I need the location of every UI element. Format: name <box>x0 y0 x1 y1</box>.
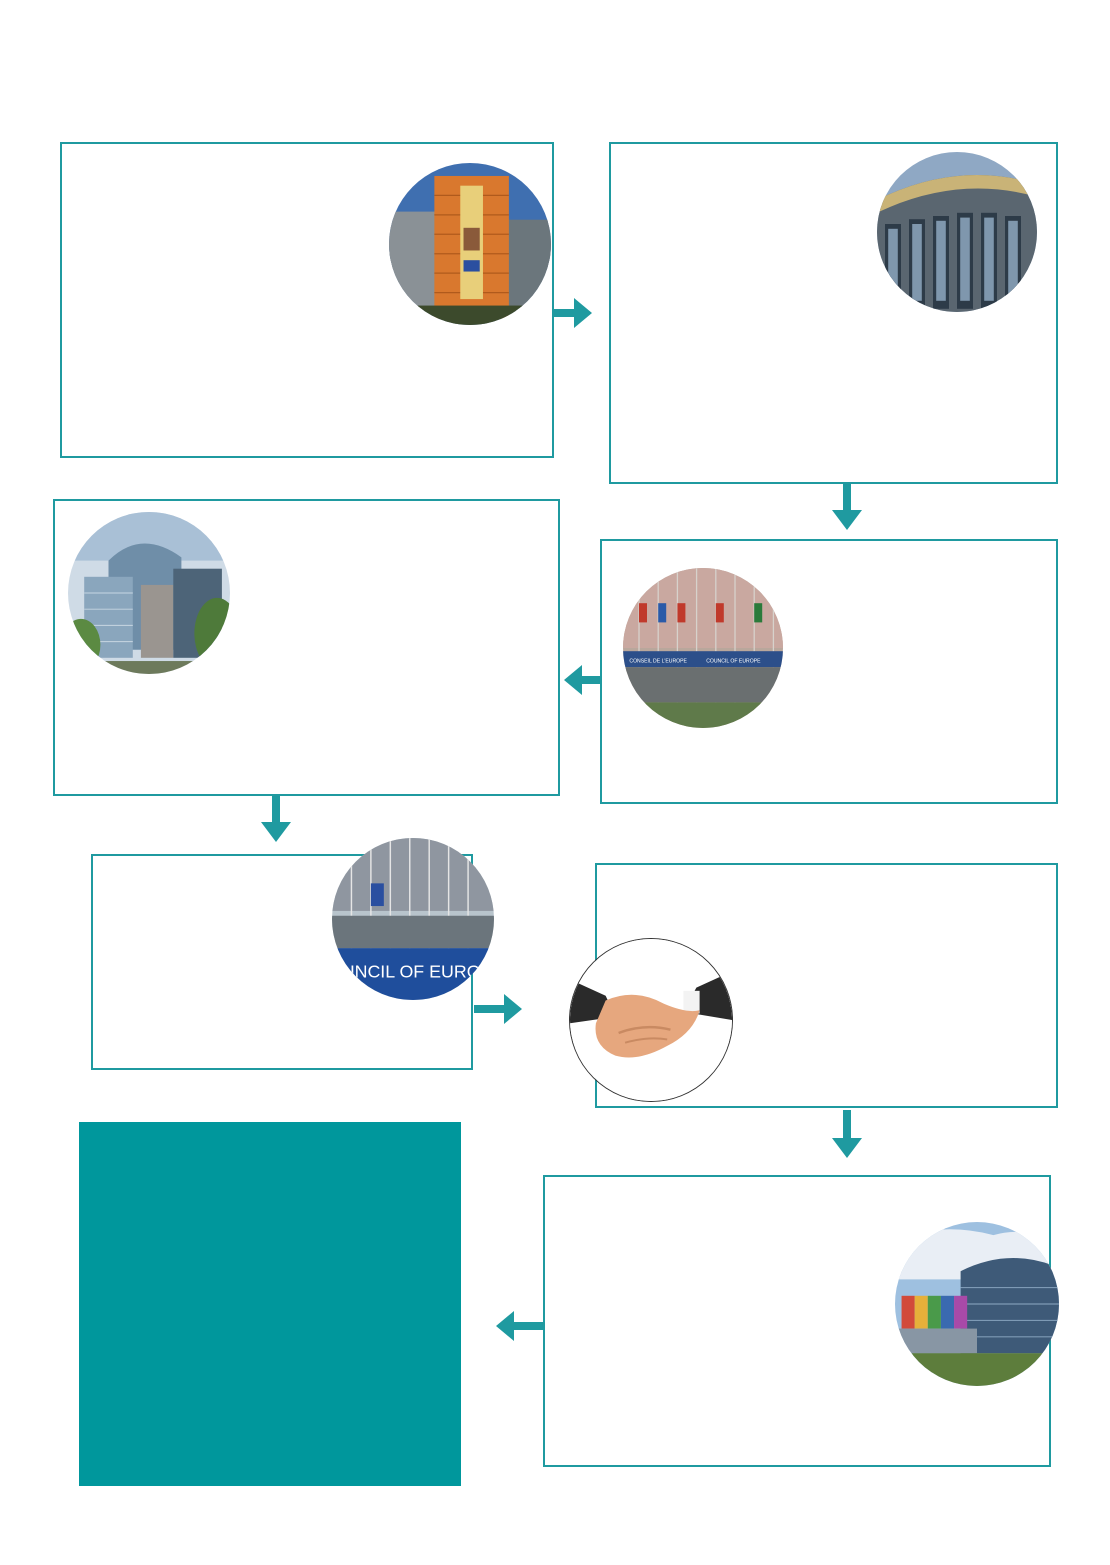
arrow-left-2 <box>494 1309 544 1343</box>
council-banner-right-text: COUNCIL OF EUROPE <box>706 658 761 664</box>
council-of-europe-flags-photo: CONSEIL DE L'EUROPE COUNCIL OF EUROPE <box>623 568 783 728</box>
council-of-europe-sign-photo: UNCIL OF EURO <box>332 838 494 1000</box>
european-commission-building-photo <box>389 163 551 325</box>
arrow-right-1 <box>554 296 594 330</box>
parliament-curved-building-photo <box>877 152 1037 312</box>
arrow-down-1 <box>830 484 864 532</box>
council-banner-left-text: CONSEIL DE L'EUROPE <box>629 658 687 664</box>
arrow-down-2 <box>259 796 293 844</box>
handshake-photo <box>569 938 733 1102</box>
council-sign-text: UNCIL OF EURO <box>342 961 481 981</box>
arrow-left-1 <box>562 663 602 697</box>
final-result-box <box>79 1122 461 1486</box>
parliament-glass-building-photo <box>68 512 230 674</box>
arrow-down-3 <box>830 1110 864 1160</box>
louise-weiss-building-photo <box>895 1222 1059 1386</box>
arrow-right-2 <box>474 992 524 1026</box>
